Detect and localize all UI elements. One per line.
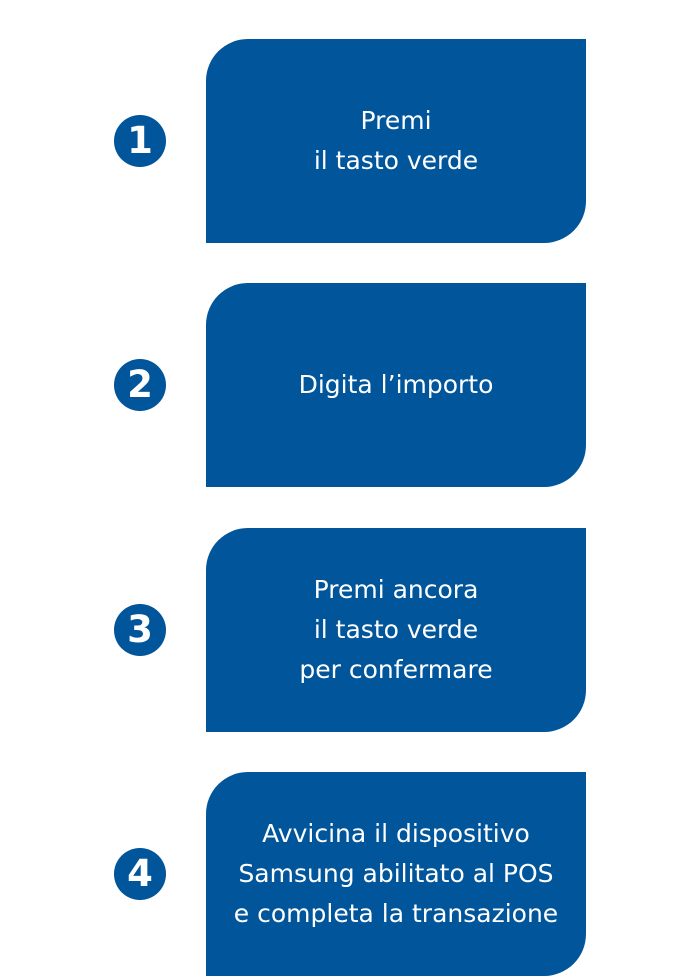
step-2: 2 Digita l’importo [0,283,700,487]
step-4-number-badge: 4 [114,848,166,900]
step-3-card: Premi ancora il tasto verde per conferma… [206,528,586,732]
step-3: 3 Premi ancora il tasto verde per confer… [0,528,700,732]
step-1-card: Premi il tasto verde [206,39,586,243]
step-4-text: Avvicina il dispositivo Samsung abilitat… [233,819,559,928]
step-2-number-badge: 2 [114,359,166,411]
step-2-text: Digita l’importo [298,370,494,399]
step-1: 1 Premi il tasto verde [0,39,700,243]
step-3-number-badge: 3 [114,604,166,656]
step-1-number-badge: 1 [114,115,166,167]
step-4: 4 Avvicina il dispositivo Samsung abilit… [0,772,700,976]
step-4-card: Avvicina il dispositivo Samsung abilitat… [206,772,586,976]
step-2-card: Digita l’importo [206,283,586,487]
step-3-text: Premi ancora il tasto verde per conferma… [299,575,493,684]
step-1-text: Premi il tasto verde [313,106,479,175]
